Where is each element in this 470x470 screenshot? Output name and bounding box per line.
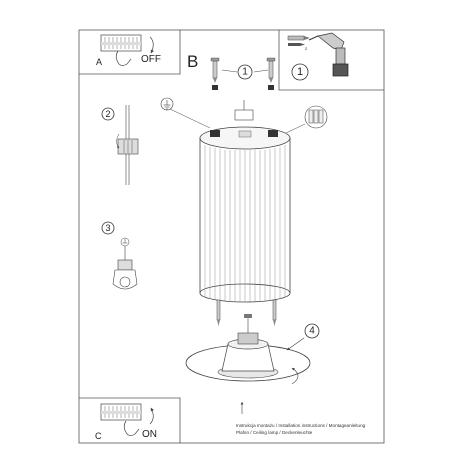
panel-a-border: [79, 30, 181, 75]
step-badge-3: 3: [101, 221, 115, 235]
ground-symbol-icon: [160, 97, 211, 129]
svg-text:3: 3: [105, 223, 110, 233]
top-plate-hole-left: [210, 130, 220, 137]
screw-and-dowel-icon: 2: [287, 35, 310, 51]
cylinder-flutes: [204, 145, 286, 302]
footer-line-1: Instrukcja montażu / Installation instru…: [236, 423, 366, 428]
mounting-screw-right: [266, 57, 276, 90]
hand-icon: [115, 50, 132, 66]
svg-text:1: 1: [242, 67, 248, 78]
step-badge-1: 1: [221, 64, 269, 80]
svg-text:4: 4: [309, 326, 315, 337]
footer-line-2: Plafon / Ceiling lamp / Deckenleuchte: [236, 430, 313, 435]
step-4-leader: [286, 337, 305, 351]
tools-panel-border: [278, 30, 384, 91]
tools-panel: 2 1: [278, 30, 384, 91]
panel-c-letter: C: [95, 431, 102, 441]
panel-a-letter: A: [96, 57, 102, 67]
step-badge-4: 4: [304, 323, 320, 339]
panel-c-state: ON: [142, 429, 157, 440]
top-plate-hole-right: [268, 130, 278, 137]
connector-box: [234, 109, 254, 121]
switch-down-arrow-icon: [149, 36, 154, 54]
wire-connector-icon: [116, 105, 139, 185]
panel-c-border: [79, 397, 181, 443]
fuse-box-icon: [100, 34, 142, 52]
panel-c-switch-on: C ON: [79, 397, 181, 443]
svg-text:2: 2: [105, 109, 110, 119]
step-badge-tools: 1: [291, 63, 309, 81]
svg-text:1: 1: [297, 66, 303, 78]
lamp-shade-assembly: [185, 314, 311, 385]
mounting-screw-left: [210, 57, 220, 90]
main-letter: B: [187, 52, 198, 71]
terminal-block-detail: [285, 105, 328, 134]
switch-up-arrow-icon: [149, 407, 154, 425]
hand-icon: [123, 420, 140, 436]
step-badge-2: 2: [101, 107, 115, 121]
fuse-box-icon: [100, 403, 142, 421]
lamp-cylinder: [199, 126, 291, 303]
svg-text:2: 2: [305, 46, 308, 51]
ground-terminal-icon: [112, 237, 138, 290]
drill-icon: [308, 32, 349, 77]
shade-screw-left: [216, 299, 221, 326]
panel-a-state: OFF: [141, 54, 161, 65]
rotate-arrow-icon: [291, 367, 299, 385]
top-plate-terminal: [238, 130, 252, 138]
shade-screw-right: [272, 299, 277, 326]
panel-a-switch-off: A OFF: [79, 30, 181, 75]
